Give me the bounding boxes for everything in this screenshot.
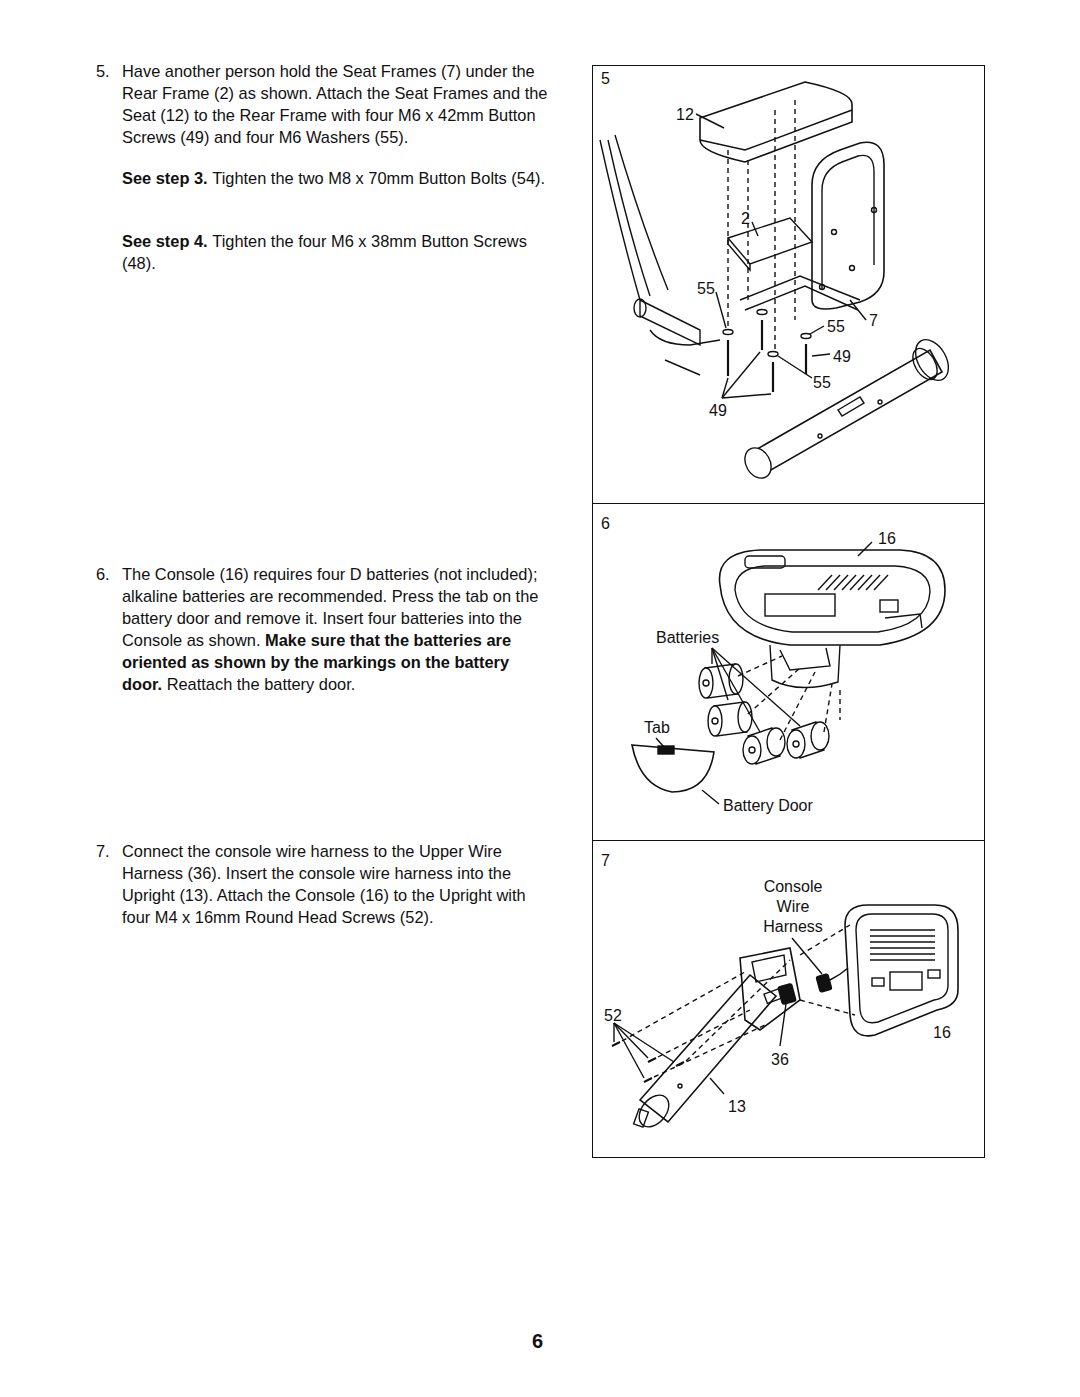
battery-drawing: [632, 542, 945, 804]
callout-label: 13: [728, 1097, 746, 1117]
instruction-text: Have another person hold the Seat Frames…: [122, 62, 547, 146]
callout-label: 7: [869, 311, 878, 331]
instruction-paragraph: See step 4.Tighten the four M6 x 38mm Bu…: [122, 230, 554, 274]
instruction-paragraph: The Console (16) requires four D batteri…: [122, 563, 554, 695]
callout-label: Tab: [644, 718, 670, 738]
step-number: 6.: [96, 565, 110, 583]
instruction-paragraph: 5.: [96, 60, 124, 82]
seat-assembly-drawing: [600, 82, 955, 483]
console-mounting-drawing: [612, 905, 958, 1133]
instruction-paragraph: Connect the console wire harness to the …: [122, 840, 554, 928]
callout-label: 12: [676, 105, 694, 125]
step-number: 7.: [96, 842, 110, 860]
page-number: 6: [532, 1330, 562, 1352]
page-number: 6: [532, 1330, 543, 1352]
callout-label: Batteries: [656, 628, 719, 648]
callout-label: 52: [604, 1006, 622, 1026]
callout-label: Battery Door: [723, 796, 813, 816]
callout-label: 2: [741, 209, 750, 229]
figure-panel: 7Console Wire Harness 52 16 36 13: [592, 840, 985, 1158]
figure-step-number: 7: [601, 851, 610, 871]
instruction-paragraph: 6.: [96, 563, 124, 585]
callout-label: 55: [697, 279, 715, 299]
instruction-text: Tighten the two M8 x 70mm Button Bolts (…: [212, 169, 545, 187]
instruction-paragraph: 7.: [96, 840, 124, 862]
instruction-text: Connect the console wire harness to the …: [122, 842, 526, 926]
callout-label: 55: [827, 317, 845, 337]
instruction-text: Reattach the battery door.: [167, 675, 356, 693]
emphasis-text: See step 3.: [122, 169, 208, 187]
instruction-paragraph: Have another person hold the Seat Frames…: [122, 60, 554, 148]
callout-label: 36: [771, 1050, 789, 1070]
figure-panel: 512255557495549: [592, 65, 985, 504]
step-number: 5.: [96, 62, 110, 80]
callout-label: 49: [833, 347, 851, 367]
callout-label: 16: [933, 1023, 951, 1043]
callout-label: 49: [709, 401, 727, 421]
callout-label: 16: [878, 529, 896, 549]
callout-label: Console Wire Harness: [753, 877, 833, 937]
figure-step-number: 5: [601, 69, 610, 89]
callout-label: 55: [813, 373, 831, 393]
figure-panel: 6 16BatteriesTabBattery Door: [592, 503, 985, 841]
instruction-paragraph: See step 3.Tighten the two M8 x 70mm But…: [122, 167, 554, 189]
figure-step-number: 6: [601, 514, 610, 534]
emphasis-text: See step 4.: [122, 232, 208, 250]
